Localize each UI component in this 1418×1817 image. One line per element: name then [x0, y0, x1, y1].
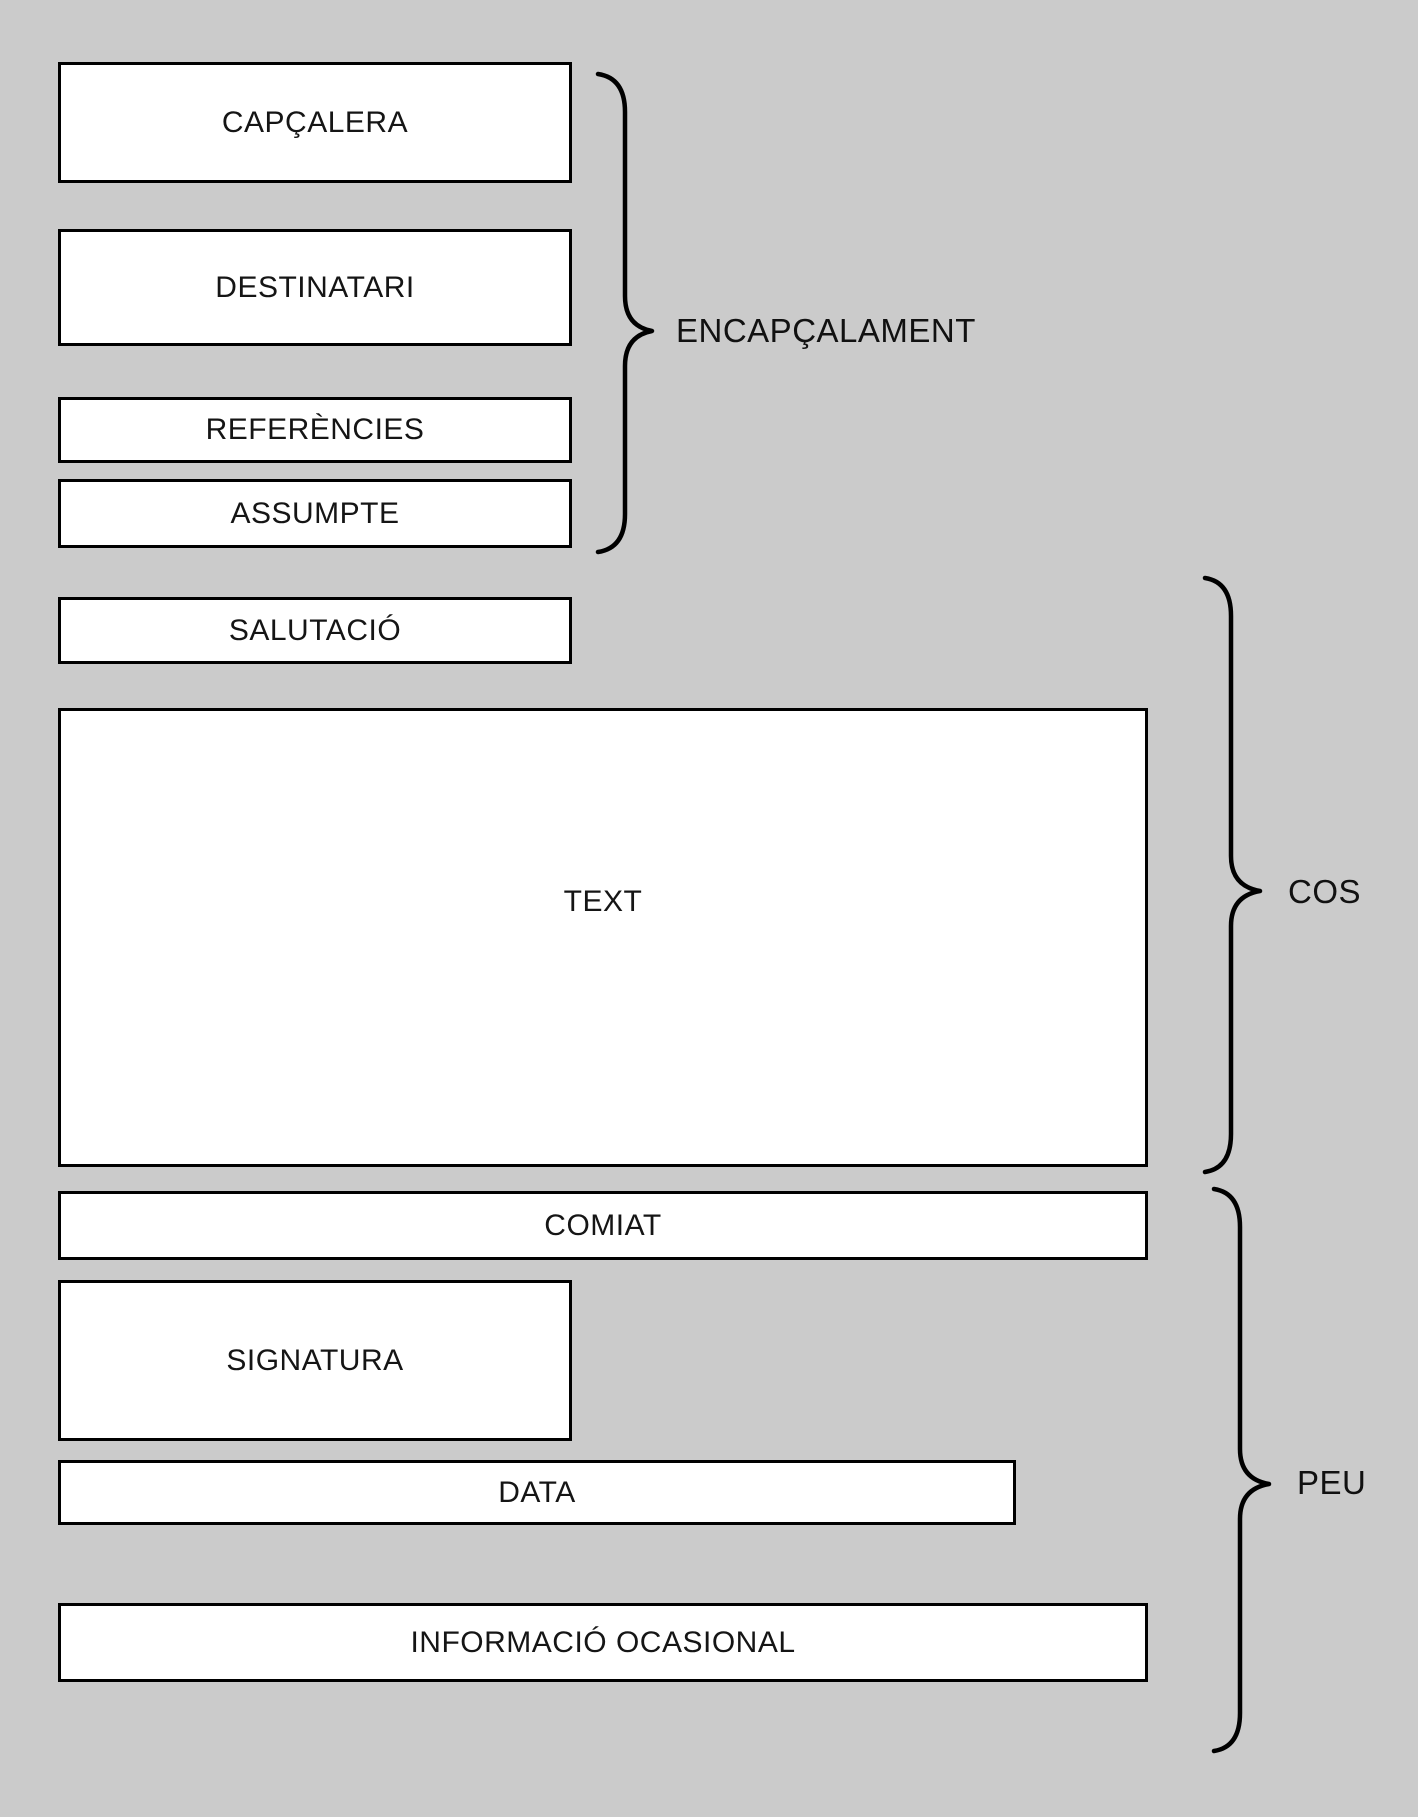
- box-salutacio-label: SALUTACIÓ: [228, 613, 402, 647]
- box-data-label: DATA: [498, 1475, 576, 1509]
- box-assumpte-label: ASSUMPTE: [230, 496, 400, 530]
- box-capcalera: CAPÇALERA: [58, 62, 572, 183]
- curly-brace-encapcalament: [595, 71, 655, 555]
- box-comiat-label: COMIAT: [544, 1208, 662, 1242]
- box-text: TEXT: [58, 708, 1148, 1167]
- box-destinatari: DESTINATARI: [58, 229, 572, 346]
- box-referencies-label: REFERÈNCIES: [205, 413, 425, 446]
- box-informacio-ocasional: INFORMACIÓ OCASIONAL: [58, 1603, 1148, 1682]
- box-data: DATA: [58, 1460, 1016, 1525]
- box-assumpte: ASSUMPTE: [58, 479, 572, 548]
- group-label-cos-text: COS: [1288, 873, 1362, 910]
- box-signatura-label: SIGNATURA: [226, 1343, 404, 1377]
- group-label-peu: PEU: [1297, 1460, 1366, 1506]
- box-capcalera-label: CAPÇALERA: [221, 105, 409, 139]
- box-referencies: REFERÈNCIES: [58, 397, 572, 463]
- curly-brace-cos: [1202, 575, 1263, 1175]
- group-label-encapcalament-text: ENCAPÇALAMENT: [676, 312, 976, 349]
- group-label-encapcalament: ENCAPÇALAMENT: [676, 308, 976, 354]
- box-salutacio: SALUTACIÓ: [58, 597, 572, 664]
- box-signatura: SIGNATURA: [58, 1280, 572, 1441]
- group-label-peu-text: PEU: [1297, 1464, 1367, 1501]
- curly-brace-peu: [1211, 1186, 1272, 1754]
- box-destinatari-label: DESTINATARI: [215, 270, 415, 304]
- group-label-cos: COS: [1288, 869, 1361, 915]
- box-comiat: COMIAT: [58, 1191, 1148, 1260]
- box-informacio-ocasional-label: INFORMACIÓ OCASIONAL: [410, 1625, 796, 1659]
- box-text-label: TEXT: [563, 884, 643, 918]
